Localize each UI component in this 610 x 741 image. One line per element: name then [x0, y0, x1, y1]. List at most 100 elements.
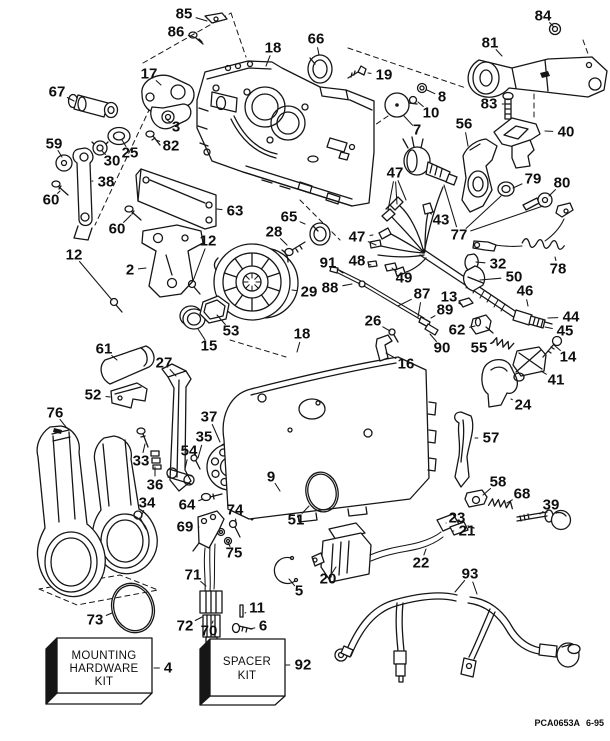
callout-37: 37 [201, 409, 218, 426]
callout-45: 45 [557, 323, 574, 340]
leader-line-35 [197, 444, 203, 459]
leader-line-93 [454, 579, 466, 593]
callout-2: 2 [126, 262, 134, 279]
leader-lines [57, 17, 561, 669]
part-68-spring [487, 498, 513, 510]
leader-line-14 [553, 344, 561, 352]
part-10-nut [408, 95, 418, 105]
spacer-kit-box: SPACER KIT [199, 638, 286, 706]
part-29-throttle-wheel [213, 243, 299, 321]
leader-line-73 [105, 612, 113, 616]
leader-line-77 [443, 184, 458, 228]
callout-18: 18 [294, 326, 311, 343]
callout-29: 29 [301, 284, 318, 301]
part-77-solenoid [402, 136, 458, 186]
callout-67: 67 [49, 84, 66, 101]
callout-35: 35 [196, 429, 213, 446]
part-14-bolt [542, 335, 563, 358]
part-50-clamp [462, 265, 486, 292]
callout-38: 38 [98, 174, 115, 191]
callout-75: 75 [226, 545, 243, 562]
callout-47: 47 [387, 165, 404, 182]
leader-line-64 [198, 498, 204, 502]
callout-12: 12 [66, 247, 83, 264]
part-83-screw [502, 91, 514, 120]
leader-line-41 [540, 370, 547, 375]
part-80-key [522, 192, 553, 211]
part-87-91-link-rod [329, 266, 439, 336]
callout-90: 90 [434, 340, 451, 357]
part-8-nut [416, 82, 428, 94]
callout-43: 43 [433, 212, 450, 229]
leader-line-68 [506, 499, 513, 504]
callout-60: 60 [109, 221, 126, 238]
kit-label-line: HARDWARE [69, 663, 138, 675]
callout-58: 58 [490, 474, 507, 491]
leader-line-30 [101, 150, 106, 155]
leader-line-3 [165, 118, 172, 124]
part-71-wires [203, 543, 216, 593]
callout-84: 84 [535, 8, 552, 25]
leader-line-61 [111, 354, 118, 361]
callout-19: 19 [376, 67, 393, 84]
callout-8: 8 [438, 89, 446, 106]
callout-81: 81 [482, 35, 499, 52]
leader-line-12 [78, 260, 113, 301]
callout-93: 93 [462, 566, 479, 583]
callout-30: 30 [104, 153, 121, 170]
leader-line-66 [317, 47, 320, 56]
kit-label-line: SPACER [223, 656, 271, 668]
leader-line-77 [465, 195, 502, 229]
part-67-pivot-assembly [67, 93, 119, 119]
part-52-latch-block [110, 382, 148, 409]
leader-line-50 [479, 277, 502, 281]
callout-89: 89 [437, 302, 454, 319]
leader-line-47 [367, 241, 377, 246]
callout-59: 59 [46, 136, 63, 153]
callout-88: 88 [322, 280, 339, 297]
leader-line-48 [368, 263, 372, 266]
callout-85: 85 [176, 6, 193, 23]
leader-line-33 [142, 443, 146, 454]
part-5-c-ring [273, 555, 299, 585]
leader-line-67 [66, 96, 75, 102]
leader-line-89 [430, 315, 436, 319]
callout-39: 39 [543, 497, 560, 514]
part-35-screw [190, 454, 201, 470]
leader-line-26 [382, 326, 391, 332]
leader-line-87 [397, 298, 412, 307]
leader-line-81 [495, 49, 503, 57]
part-40-clip-bracket [493, 117, 541, 169]
part-85-clip [204, 12, 228, 24]
leader-line-71 [200, 580, 207, 587]
part-11-pin [239, 604, 244, 618]
callout-27: 27 [156, 355, 173, 372]
part-53-gasket [199, 295, 230, 324]
callout-10: 10 [423, 105, 440, 122]
leader-line-17 [155, 80, 162, 86]
leader-line-60 [57, 190, 61, 194]
callout-5: 5 [295, 583, 303, 600]
part-17-cam [141, 74, 195, 114]
callout-41: 41 [548, 372, 565, 389]
callout-70: 70 [201, 623, 218, 640]
leader-line-9 [274, 482, 281, 492]
leader-line-70 [211, 620, 214, 624]
leader-line-80 [548, 189, 556, 197]
mounting-hardware-kit-box: MOUNTING HARDWARE KIT [45, 637, 153, 705]
part-76-handle-front [36, 425, 106, 598]
leader-line-43 [429, 212, 433, 215]
part-64-screw [200, 492, 223, 502]
callout-7: 7 [413, 122, 421, 139]
callout-77: 77 [451, 227, 468, 244]
callout-73: 73 [87, 612, 104, 629]
leader-line-65 [299, 221, 306, 225]
leader-line-46 [526, 299, 529, 307]
part-18-upper-housing [196, 60, 375, 207]
part-12-screw-a [187, 279, 201, 295]
callout-24: 24 [515, 397, 532, 414]
callout-40: 40 [558, 124, 575, 141]
leader-line-82 [155, 139, 161, 142]
callout-14: 14 [560, 349, 577, 366]
